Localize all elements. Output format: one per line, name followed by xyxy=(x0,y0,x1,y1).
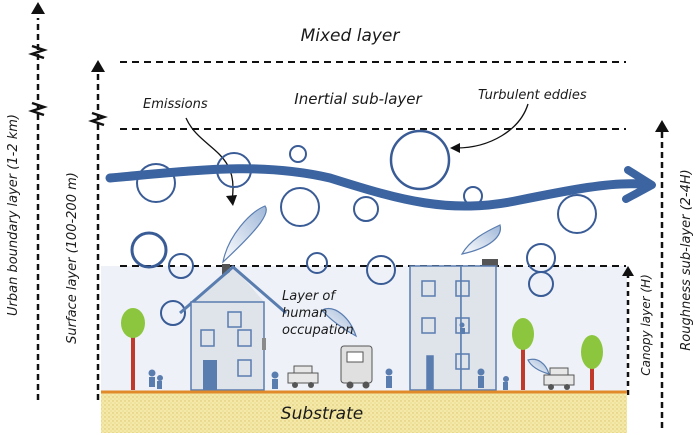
roughness-sublayer-axis xyxy=(655,120,669,428)
tree xyxy=(121,308,145,390)
eddy xyxy=(528,271,554,297)
car xyxy=(287,365,319,388)
person xyxy=(271,371,279,389)
eddy xyxy=(557,194,597,234)
person xyxy=(477,368,485,388)
emission-plume xyxy=(321,308,358,338)
canopy-layer-axis xyxy=(622,266,634,395)
eddy xyxy=(306,252,328,274)
person xyxy=(148,369,156,387)
emissions-label: Emissions xyxy=(143,97,208,112)
eddy xyxy=(136,163,176,203)
tree xyxy=(512,318,534,390)
eddy xyxy=(160,300,186,326)
urban-boundary-layer-label: Urban boundary layer (1-2 km) xyxy=(6,114,21,316)
human-occupation-label-line2: human xyxy=(282,306,327,321)
emissions-pointer xyxy=(185,117,234,201)
eddy xyxy=(168,253,194,279)
eddies-pointer xyxy=(455,103,529,149)
canopy-layer-label: Canopy layer (H) xyxy=(639,274,653,376)
house-building xyxy=(179,264,287,391)
car xyxy=(543,367,575,390)
eddy xyxy=(130,231,168,269)
inertial-sublayer-label: Inertial sub-layer xyxy=(294,90,422,108)
substrate-label: Substrate xyxy=(281,404,363,424)
truck xyxy=(340,345,373,389)
people xyxy=(148,368,509,390)
surface-layer-axis xyxy=(88,60,108,400)
emission-plume xyxy=(460,224,501,255)
person xyxy=(503,376,509,390)
person xyxy=(385,368,393,388)
apartment-building xyxy=(409,259,498,391)
human-occupation-label-line1: Layer of xyxy=(282,289,337,304)
surface-layer-label: Surface layer (100-200 m) xyxy=(65,172,80,344)
mixed-layer-label: Mixed layer xyxy=(301,26,401,46)
roughness-sublayer-label: Roughness sub-layer (2-4H) xyxy=(679,169,694,351)
urban-boundary-layer-axis xyxy=(28,2,48,400)
tree xyxy=(581,335,603,390)
emission-plume xyxy=(527,358,550,375)
turbulent-eddies-label: Turbulent eddies xyxy=(478,88,587,103)
turbulent-eddies xyxy=(130,129,597,326)
human-occupation-label-line3: occupation xyxy=(282,323,354,338)
emission-plume xyxy=(222,205,267,264)
eddy xyxy=(389,129,451,191)
eddy xyxy=(366,255,396,285)
eddy xyxy=(280,187,320,227)
eddy xyxy=(353,196,379,222)
person xyxy=(157,375,163,389)
eddy xyxy=(289,145,307,163)
substrate-ground xyxy=(101,392,627,433)
wind-flow-arrow xyxy=(105,164,645,211)
